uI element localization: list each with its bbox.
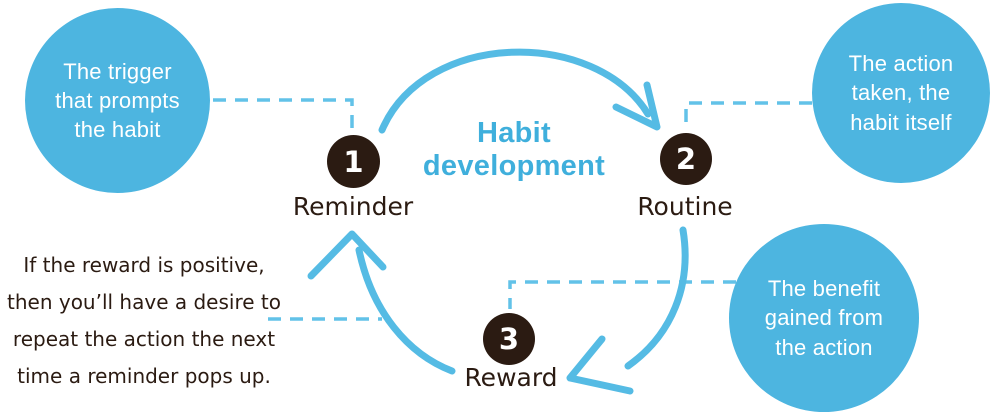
step-number: 1 <box>343 144 364 179</box>
reward-note: If the reward is positive, then you’ll h… <box>0 247 288 395</box>
step-label-routine: Routine <box>637 192 733 221</box>
annotation-text: The action taken, the habit itself <box>848 51 954 135</box>
annotation-bubble-benefit: The benefit gained from the action <box>729 224 919 412</box>
annotation-bubble-trigger: The trigger that prompts the habit <box>25 8 210 193</box>
note-line: repeat the action the next <box>12 327 276 351</box>
note-line: If the reward is positive, <box>23 253 265 277</box>
connector-trigger-to-reminder <box>213 98 354 131</box>
step-label-reward: Reward <box>464 363 558 392</box>
connector-benefit-to-reward <box>508 280 736 309</box>
annotation-bubble-action: The action taken, the habit itself <box>812 3 990 183</box>
note-line: time a reminder pops up. <box>17 364 271 388</box>
step-marker-1: 1 <box>327 135 380 188</box>
step-marker-3: 3 <box>483 313 535 365</box>
arrow-reward-to-reminder <box>355 246 456 375</box>
annotation-text: The benefit gained from the action <box>764 276 884 360</box>
annotation-text: The trigger that prompts the habit <box>55 58 180 143</box>
note-line: then you’ll have a desire to <box>7 290 281 314</box>
arrow-routine-to-reward <box>624 226 689 370</box>
connector-action-to-routine <box>684 101 812 130</box>
diagram-title: Habit development <box>422 117 606 183</box>
step-number: 2 <box>675 142 697 176</box>
step-label-reminder: Reminder <box>292 192 414 221</box>
step-marker-2: 2 <box>660 133 712 185</box>
step-number: 3 <box>498 322 520 356</box>
arrowhead-reminder <box>307 230 387 280</box>
